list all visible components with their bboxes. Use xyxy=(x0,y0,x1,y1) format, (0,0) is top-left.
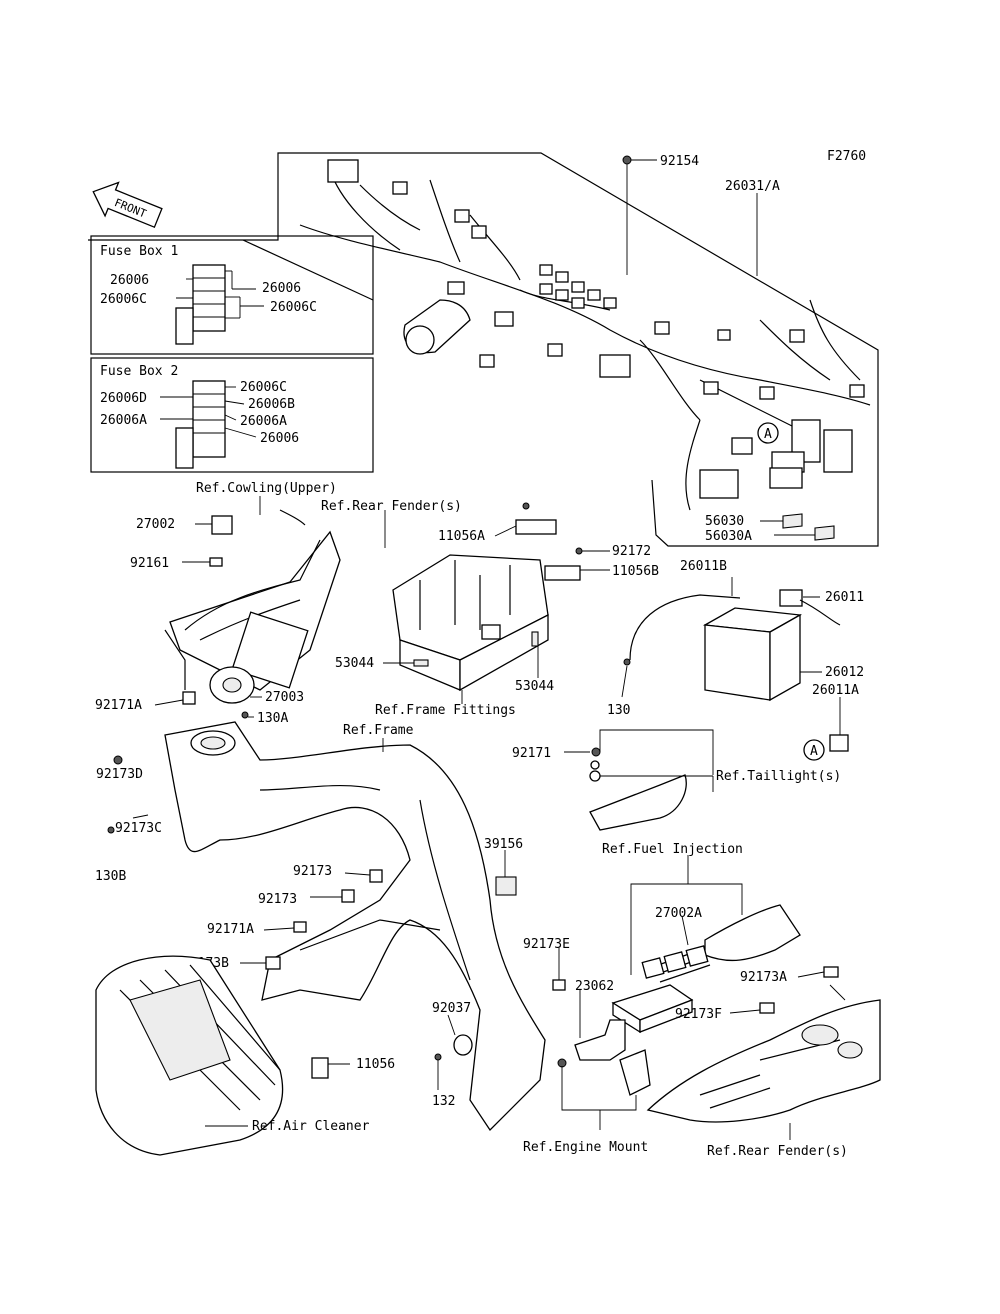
part-label-ref-cowling-upper: Ref.Cowling(Upper) xyxy=(196,481,337,496)
part-label-26012: 26012 xyxy=(825,665,864,680)
part-label-ref-frame: Ref.Frame xyxy=(343,723,414,738)
part-label-92037: 92037 xyxy=(432,1001,471,1016)
rear-fender-illustration xyxy=(646,999,881,1123)
ecu-illustration xyxy=(557,984,694,1096)
part-label-27003: 27003 xyxy=(265,690,304,705)
part-label-ref-taillight: Ref.Taillight(s) xyxy=(716,769,841,784)
part-label-ref-rear-fender-bottom: Ref.Rear Fender(s) xyxy=(707,1144,848,1159)
battery-illustration xyxy=(623,589,849,752)
part-label-26011: 26011 xyxy=(825,590,864,605)
part-label-92173e: 92173E xyxy=(523,937,570,952)
part-label-ref-air-cleaner: Ref.Air Cleaner xyxy=(252,1119,370,1134)
front-arrow-icon: FRONT xyxy=(92,181,163,229)
fuel-injection-harness-illustration xyxy=(630,855,839,1014)
fuse-box-2-title: Fuse Box 2 xyxy=(100,364,178,379)
harness-frame xyxy=(88,152,879,547)
part-label-53044-right: 53044 xyxy=(515,679,554,694)
figure-code: F2760 xyxy=(827,149,866,164)
part-label-ref-engine-mount: Ref.Engine Mount xyxy=(523,1140,648,1155)
callout-a-label-bottom: A xyxy=(810,744,818,759)
fuse-box-2-label-5: 26006A xyxy=(240,414,287,429)
fuse-box-2-label-2: 26006A xyxy=(100,413,147,428)
part-label-ref-rear-fender-top: Ref.Rear Fender(s) xyxy=(321,499,462,514)
part-label-56030: 56030 xyxy=(705,514,744,529)
bolt-92154-icon xyxy=(622,155,657,275)
fuse-box-1-label-1: 26006 xyxy=(110,273,149,288)
part-label-26031a: 26031/A xyxy=(725,179,780,194)
air-cleaner-illustration xyxy=(95,955,329,1156)
part-label-130b: 130B xyxy=(95,869,126,884)
part-label-26011a: 26011A xyxy=(812,683,859,698)
part-label-130a: 130A xyxy=(257,711,288,726)
callout-a-marker-bottom: A xyxy=(803,739,825,761)
part-label-11056a: 11056A xyxy=(438,529,485,544)
part-label-56030a: 56030A xyxy=(705,529,752,544)
part-label-27002: 27002 xyxy=(136,517,175,532)
frame-illustration xyxy=(107,721,566,1132)
part-label-92173c: 92173C xyxy=(115,821,162,836)
part-label-11056b: 11056B xyxy=(612,564,659,579)
fuse-box-2-label-3: 26006C xyxy=(240,380,287,395)
part-label-92171a-top: 92171A xyxy=(95,698,142,713)
battery-tray-illustration xyxy=(392,502,583,692)
fuse-box-1-label-2: 26006C xyxy=(100,292,147,307)
part-label-92173d: 92173D xyxy=(96,767,143,782)
cowling-bracket-illustration xyxy=(164,509,341,719)
part-label-92161: 92161 xyxy=(130,556,169,571)
fuse-box-1: Fuse Box 1 26006 26006C 26006 26006C xyxy=(90,235,374,355)
part-label-11056: 11056 xyxy=(356,1057,395,1072)
part-label-39156: 39156 xyxy=(484,837,523,852)
part-label-92173f: 92173F xyxy=(675,1007,722,1022)
wiring-harness-illustration xyxy=(299,159,871,511)
part-label-23062: 23062 xyxy=(575,979,614,994)
part-label-92154: 92154 xyxy=(660,154,699,169)
callout-a-marker-top: A xyxy=(757,422,779,444)
part-label-92173-a: 92173 xyxy=(293,864,332,879)
fuse-box-1-title: Fuse Box 1 xyxy=(100,244,178,259)
part-label-26011b: 26011B xyxy=(680,559,727,574)
fuse-box-1-label-4: 26006C xyxy=(270,300,317,315)
fuse-box-2-label-6: 26006 xyxy=(260,431,299,446)
part-label-92171: 92171 xyxy=(512,746,551,761)
callout-a-label-top: A xyxy=(764,427,772,442)
fuse-box-1-label-3: 26006 xyxy=(262,281,301,296)
part-label-92171a-bottom: 92171A xyxy=(207,922,254,937)
taillight-illustration xyxy=(589,747,687,831)
part-label-ref-fuel-injection: Ref.Fuel Injection xyxy=(602,842,743,857)
part-label-ref-frame-fittings: Ref.Frame Fittings xyxy=(375,703,516,718)
part-label-27002a: 27002A xyxy=(655,906,702,921)
part-label-92172: 92172 xyxy=(612,544,651,559)
part-label-92173-b: 92173 xyxy=(258,892,297,907)
fuse-box-2-label-1: 26006D xyxy=(100,391,147,406)
part-label-53044-left: 53044 xyxy=(335,656,374,671)
fuse-box-2-label-4: 26006B xyxy=(248,397,295,412)
part-label-92173a: 92173A xyxy=(740,970,787,985)
part-label-130: 130 xyxy=(607,703,630,718)
fuse-box-2: Fuse Box 2 26006D 26006A 26006C 26006B 2… xyxy=(90,357,374,473)
part-label-132: 132 xyxy=(432,1094,455,1109)
